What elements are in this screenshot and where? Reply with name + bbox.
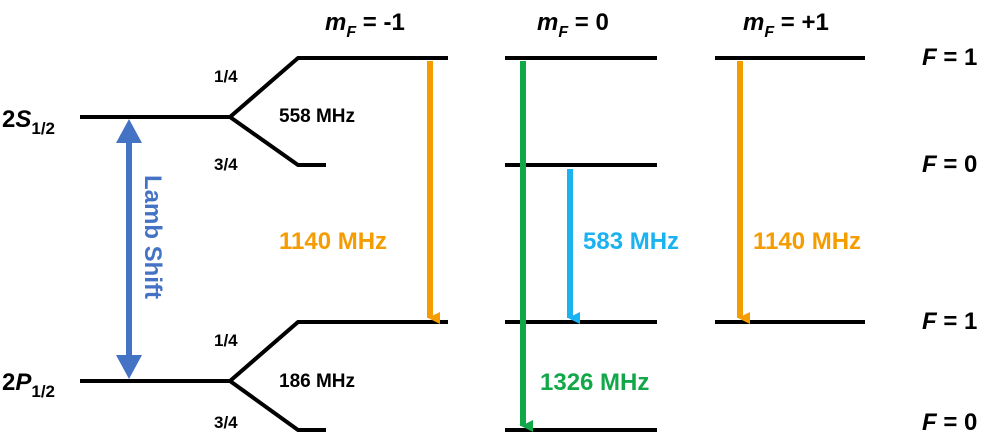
transition-label-583: 583 MHz <box>583 228 679 255</box>
transition-label-1140-minus1: 1140 MHz <box>279 228 387 255</box>
weight-p-lower: 3/4 <box>214 413 238 432</box>
state-label-2s: 2S1/2 <box>2 106 55 138</box>
weight-s-lower: 3/4 <box>214 155 238 174</box>
level-2p <box>80 320 448 432</box>
f-label-p-f1: F = 1 <box>922 308 977 335</box>
weight-p-upper: 1/4 <box>214 331 238 350</box>
f-label-p-f0: F = 0 <box>922 409 977 435</box>
column-header-mf-minus1: mF = -1 <box>325 9 405 41</box>
transition-label-1140-plus1: 1140 MHz <box>753 228 861 255</box>
f-label-s-f0: F = 0 <box>922 151 977 178</box>
hyperfine-2p-value: 186 MHz <box>279 371 355 392</box>
transition-label-1326: 1326 MHz <box>540 369 649 396</box>
hyperfine-2s-value: 558 MHz <box>279 106 355 127</box>
level-2s <box>80 56 448 167</box>
state-label-2p: 2P1/2 <box>2 369 55 401</box>
lamb-shift-arrow <box>116 119 142 379</box>
column-header-mf-plus1: mF = +1 <box>743 9 829 41</box>
column-header-mf-0: mF = 0 <box>537 9 609 41</box>
lamb-shift-label: Lamb Shift <box>139 175 166 299</box>
f-label-s-f1: F = 1 <box>922 44 977 71</box>
weight-s-upper: 1/4 <box>214 67 238 86</box>
